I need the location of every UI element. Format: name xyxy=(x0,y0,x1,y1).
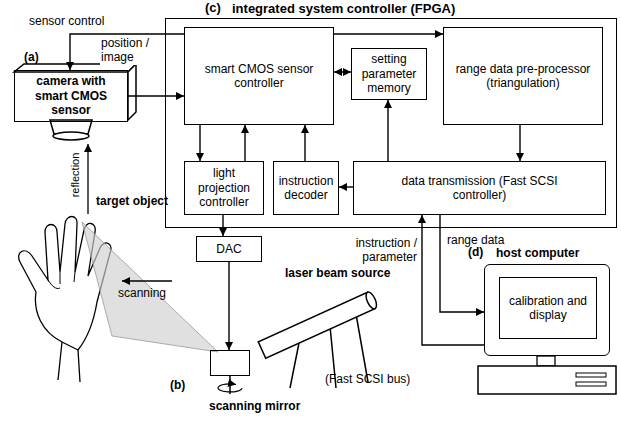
dac-box: DAC xyxy=(196,236,262,262)
connector-arrow xyxy=(334,33,443,34)
box-text: instruction decoder xyxy=(274,174,338,203)
connector-arrow xyxy=(334,71,351,72)
box-text: range data pre-processor (triangulation) xyxy=(445,62,601,91)
monitor-box: host computercalibration and display xyxy=(484,264,610,356)
controller-box: light projection controller xyxy=(184,161,264,215)
controller-box: smart CMOS sensor controller xyxy=(184,27,334,125)
signal-label: sensor control xyxy=(28,14,105,28)
heading-text: host computer xyxy=(493,246,582,260)
fpga-box: integrated system controller (FPGA)smart… xyxy=(165,18,617,228)
connector-arrow xyxy=(199,125,200,161)
transmission-box: data transmission (Fast SCSI controller) xyxy=(353,161,606,215)
connector-arrow xyxy=(304,125,305,161)
connector-arrow xyxy=(228,262,229,350)
mirror-box: scanning mirror xyxy=(210,350,250,376)
screen-box: calibration and display xyxy=(499,277,597,339)
heading-text: integrated system controller (FPGA) xyxy=(229,1,458,17)
signal-label: reflection xyxy=(69,153,82,198)
part-letter: (b) xyxy=(170,378,185,392)
computer-base xyxy=(478,356,616,394)
camera-lens xyxy=(50,120,92,140)
processor-box: range data pre-processor (triangulation) xyxy=(443,27,603,125)
scanning-arrow xyxy=(122,280,172,281)
camera-side xyxy=(128,64,136,120)
reflection-arrow xyxy=(87,144,88,214)
box-text: DAC xyxy=(213,242,244,256)
box-text: setting parameter memory xyxy=(352,52,426,95)
box-text: light projection controller xyxy=(185,166,263,209)
laser-fan xyxy=(82,222,218,352)
camera-box: camera with smart CMOS sensor xyxy=(14,70,128,122)
connector-arrow xyxy=(339,186,353,187)
part-letter: (c) xyxy=(205,0,221,16)
motion-label: scanning xyxy=(118,286,166,300)
connector-arrow xyxy=(440,215,484,312)
signal-label: position / image xyxy=(100,36,164,65)
connector-arrow xyxy=(70,34,184,70)
memory-box: setting parameter memory xyxy=(351,48,427,100)
connector-arrow xyxy=(128,95,184,96)
connector-arrow xyxy=(222,215,223,236)
signal-label: range data xyxy=(446,233,505,247)
object-label: target object xyxy=(96,194,168,208)
part-letter: (a) xyxy=(24,50,39,64)
box-text: camera with smart CMOS sensor xyxy=(16,74,126,117)
rotation-symbol xyxy=(218,376,242,394)
box-text: calibration and display xyxy=(500,294,596,323)
bus-label: (Fast SCSI bus) xyxy=(325,372,410,386)
part-name: laser beam source xyxy=(285,266,390,280)
box-text: smart CMOS sensor controller xyxy=(196,62,322,91)
decoder-box: instruction decoder xyxy=(273,161,339,215)
connector-arrow xyxy=(387,100,388,161)
box-text: data transmission (Fast SCSI controller) xyxy=(397,174,563,203)
connector-arrow xyxy=(244,125,245,161)
connector-arrow xyxy=(519,125,520,161)
caption-text: scanning mirror xyxy=(206,399,303,413)
signal-label: instruction / parameter xyxy=(330,236,418,265)
